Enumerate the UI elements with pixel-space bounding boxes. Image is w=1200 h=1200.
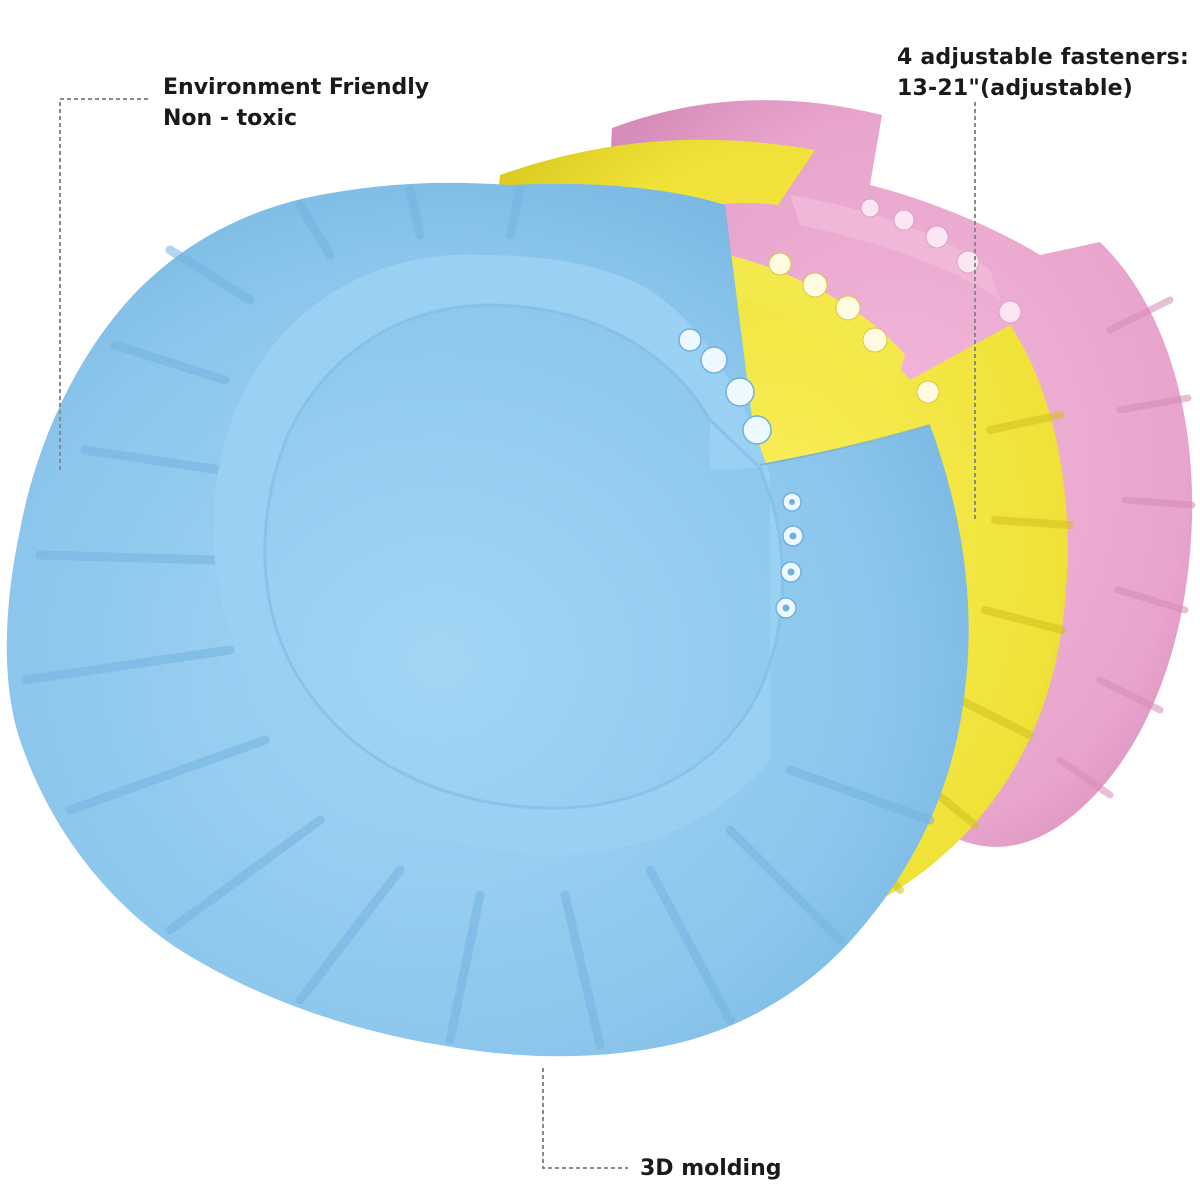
callout-3d-molding: 3D molding [640,1156,782,1181]
callout-leader-molding [542,1068,628,1169]
callout-fasteners-line1: 4 adjustable fasteners: [897,45,1189,70]
callout-environment-line2: Non - toxic [163,106,298,131]
callout-environment-friendly: Environment Friendly Non - toxic [163,72,429,134]
callout-adjustable-fasteners: 4 adjustable fasteners: 13-21"(adjustabl… [897,42,1189,104]
callout-environment-line1: Environment Friendly [163,75,430,100]
blue-shower-cap [6,182,969,1057]
callout-leader-environment [59,98,148,470]
callout-fasteners-line2: 13-21"(adjustable) [897,76,1133,101]
